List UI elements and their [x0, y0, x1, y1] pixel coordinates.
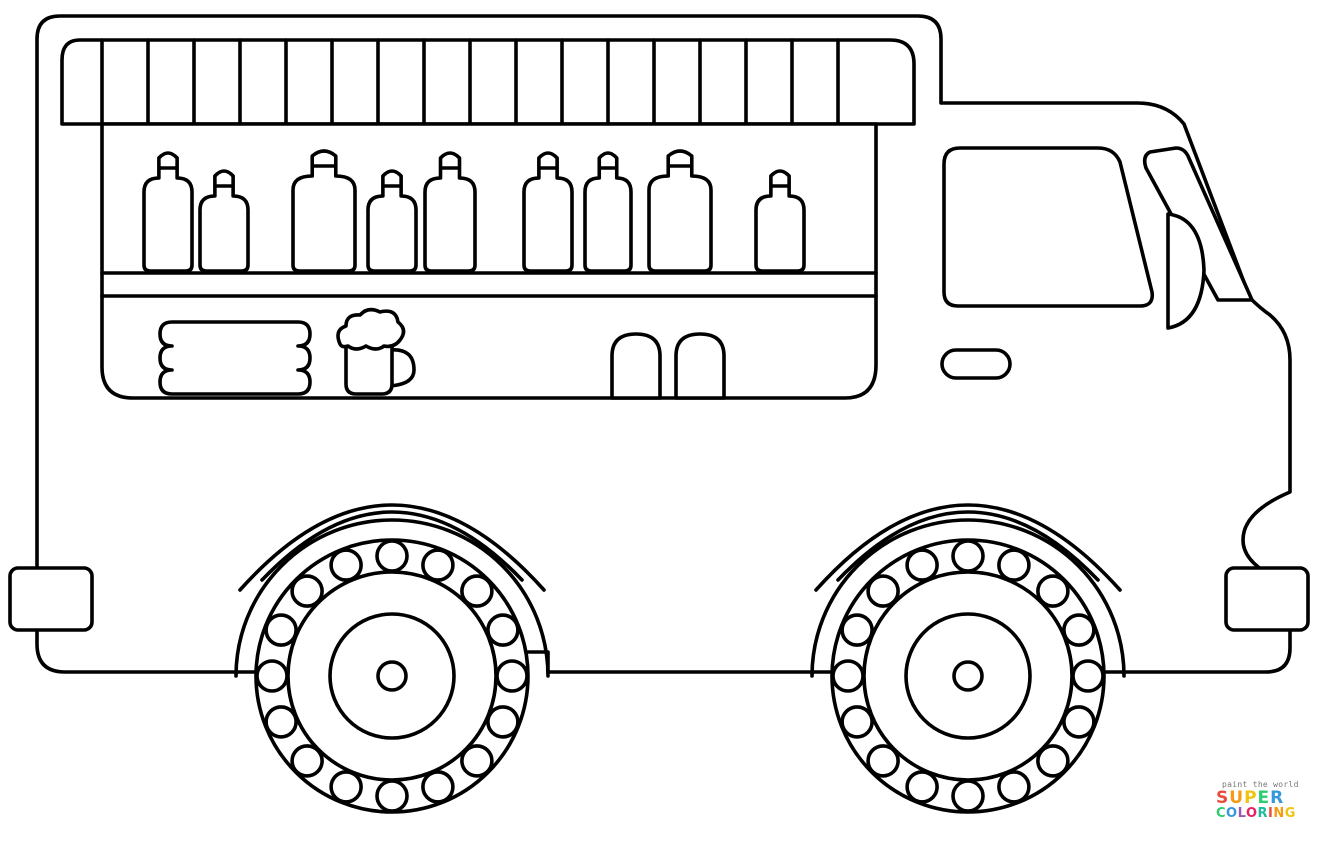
tread-bump: [264, 613, 298, 647]
cab-window: [942, 146, 1155, 308]
tread-bump: [1062, 613, 1096, 647]
bottle: [142, 151, 194, 273]
cabinet-doors: [610, 332, 726, 400]
watermark-logo: paint the world SUPER COLORING: [1212, 780, 1306, 830]
front-bumper: [1224, 566, 1310, 632]
tread-bump: [486, 705, 520, 739]
bread-loaf: [158, 320, 312, 396]
tread-bump: [421, 770, 455, 804]
side-mirror: [1166, 212, 1206, 330]
bottle: [366, 169, 418, 273]
tread-bump: [329, 548, 363, 582]
tread-bump: [840, 613, 874, 647]
tread-bump: [1062, 705, 1096, 739]
tread-bump: [831, 659, 865, 693]
door-handle: [940, 348, 1012, 380]
tread-bump: [905, 548, 939, 582]
tread-bump: [460, 744, 494, 778]
tread-bump: [866, 744, 900, 778]
tread-bump: [460, 574, 494, 608]
tire-inner-ring: [286, 570, 498, 782]
tread-bump: [1071, 659, 1105, 693]
bottle-shelf: [142, 149, 806, 273]
bottle: [754, 169, 806, 273]
bottle: [423, 151, 477, 273]
wheel-well: [810, 518, 1126, 678]
tread-bump: [375, 779, 409, 813]
tread-bump: [495, 659, 529, 693]
rear-wheel: [234, 503, 550, 814]
axle-center: [376, 660, 408, 692]
axle-center: [952, 660, 984, 692]
tire-inner-ring: [862, 570, 1074, 782]
tread-bump: [375, 539, 409, 573]
tread-bump: [951, 539, 985, 573]
tread-bump: [905, 770, 939, 804]
tread-bump: [1036, 744, 1070, 778]
tread-bump: [866, 574, 900, 608]
tread-bump: [840, 705, 874, 739]
watermark-tagline: paint the world: [1222, 780, 1299, 789]
fender-arc-inner: [260, 510, 524, 582]
tread-bump: [290, 574, 324, 608]
tread-bump: [264, 705, 298, 739]
tread-bump: [997, 770, 1031, 804]
front-wheel: [810, 503, 1126, 814]
tread-bump: [486, 613, 520, 647]
tread-bump: [290, 744, 324, 778]
bottle: [291, 149, 357, 273]
bottle: [647, 149, 713, 273]
bottle: [198, 169, 250, 273]
bottle: [522, 151, 574, 273]
tread-bump: [329, 770, 363, 804]
awning: [60, 38, 916, 126]
watermark-brand-coloring: COLORING: [1216, 806, 1296, 821]
rear-bumper: [8, 566, 94, 632]
watermark-brand-super: SUPER: [1216, 788, 1285, 808]
fender-arc-outer: [814, 503, 1122, 592]
tread-bump: [255, 659, 289, 693]
tread-bump: [951, 779, 985, 813]
beer-mug: [336, 307, 416, 396]
wheel-well: [234, 518, 550, 678]
tread-bump: [1036, 574, 1070, 608]
fender-arc-inner: [836, 510, 1100, 582]
bottle: [583, 151, 633, 273]
windshield: [1142, 146, 1254, 302]
fender-arc-outer: [238, 503, 546, 592]
tread-bump: [997, 548, 1031, 582]
tread-bump: [421, 548, 455, 582]
